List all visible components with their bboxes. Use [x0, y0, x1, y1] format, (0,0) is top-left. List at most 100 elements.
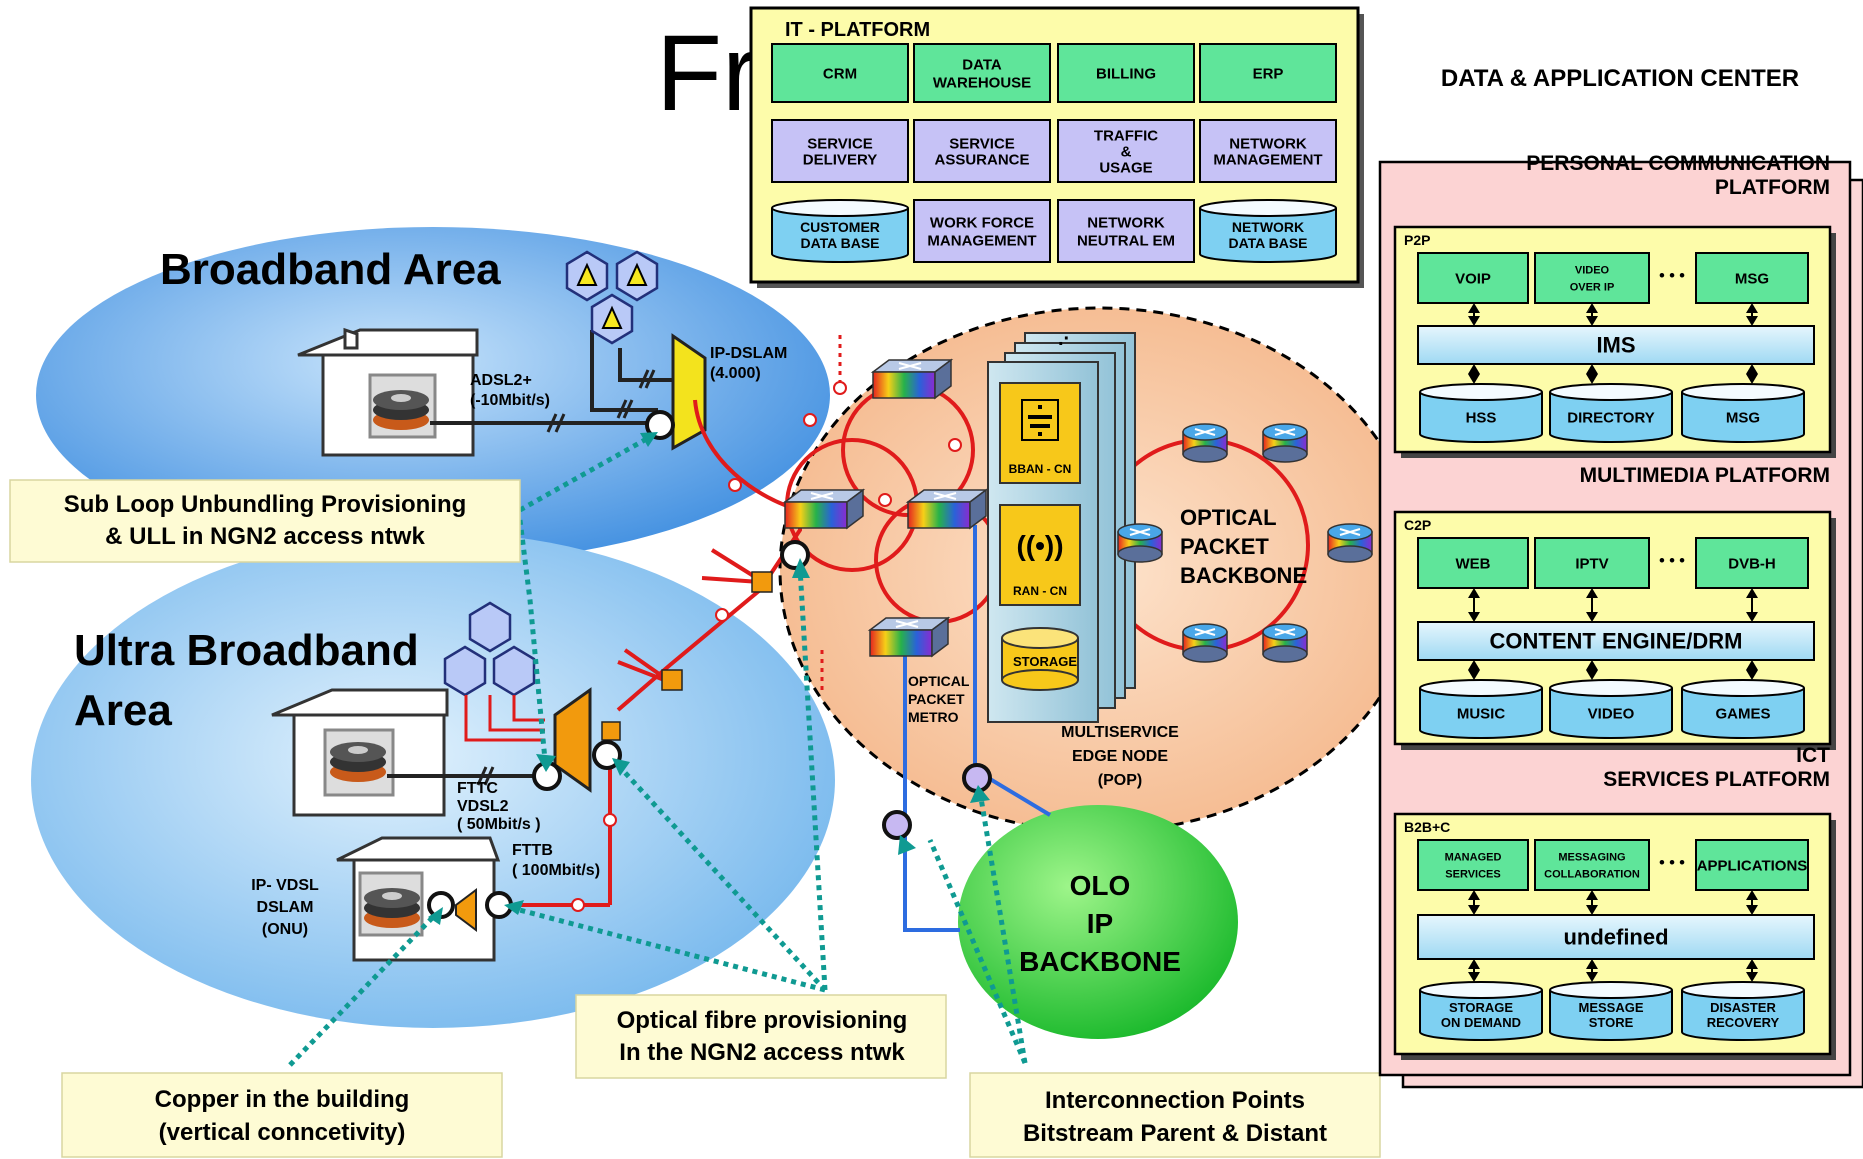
pcp-service-0: VOIP [1417, 252, 1529, 304]
mmp-service-0: WEB [1417, 537, 1529, 589]
mmp-service-1: IPTV [1534, 537, 1650, 589]
fttc-cabinet [553, 687, 592, 793]
it-item-0: CRM [771, 43, 909, 103]
mmp-db-2-label: GAMES [1715, 705, 1770, 722]
pcp-arrow-up [1468, 364, 1480, 374]
ict-arrow-up [1746, 890, 1758, 900]
mmp-service-2: DVB-H [1695, 537, 1809, 589]
pcp-arrow-up [1746, 303, 1758, 313]
ran-cn-label: RAN - CN [1013, 584, 1067, 598]
storage-cylinder [1001, 627, 1079, 691]
olo-backbone-ellipse [958, 805, 1238, 1039]
fibre-dots [571, 478, 742, 912]
ict-arrow-up [1468, 959, 1480, 969]
pcp-arrow-down [1586, 374, 1598, 384]
pcp-arrow-down [1746, 374, 1758, 384]
ict-core: undefined [1417, 914, 1815, 960]
bban-cn-label: BBAN - CN [1009, 462, 1072, 476]
mmp-arrow-up [1746, 660, 1758, 670]
ict-arrow-down [1746, 972, 1758, 982]
mmp-db-0: MUSIC [1419, 679, 1543, 739]
pcp-db-0: HSS [1419, 383, 1543, 443]
ict-core-label: undefined [1563, 925, 1668, 950]
pcp-arrow-up [1586, 364, 1598, 374]
bban-cn-icon [1021, 399, 1059, 441]
metro-ring-dots [803, 381, 962, 507]
svg-text:Sub Loop Unbundling Provisioni: Sub Loop Unbundling Provisioning& ULL in… [64, 491, 467, 550]
router-2 [905, 488, 989, 530]
copper-lines [387, 330, 672, 778]
pcp-arrow-up [1468, 303, 1480, 313]
ict-arrow-down [1468, 905, 1480, 915]
mmp-db-1-label: VIDEO [1588, 705, 1635, 722]
pcp-db-2: MSG [1681, 383, 1805, 443]
pcp-tag: P2P [1404, 232, 1430, 248]
ict-arrow-down [1746, 905, 1758, 915]
callout-arrows [288, 434, 1028, 1067]
mmp-tag: C2P [1404, 517, 1431, 533]
mmp-db-2: GAMES [1681, 679, 1805, 739]
pcp-service-0-label: VOIP [1455, 270, 1491, 287]
it-item-6-label: TRAFFIC&USAGE [1094, 127, 1158, 176]
ict-arrow-up [1746, 959, 1758, 969]
mmp-core: CONTENT ENGINE/DRM [1417, 621, 1815, 661]
pcp-db-2-label: MSG [1726, 409, 1760, 426]
radio-feed-lines-ultra [464, 695, 545, 742]
mmp-core-label: CONTENT ENGINE/DRM [1490, 629, 1743, 654]
pcp-service-2: MSG [1695, 252, 1809, 304]
callout-sub-loop: Sub Loop Unbundling Provisioning& ULL in… [9, 479, 521, 563]
backbone-router-2 [1327, 523, 1373, 563]
mmp-arrow-up [1468, 588, 1480, 598]
ict-arrow-up [1586, 890, 1598, 900]
pcp-arrow-down [1746, 316, 1758, 326]
pcp-service-2-label: MSG [1735, 270, 1769, 287]
svg-text:Copper in the building(vertica: Copper in the building(vertical connceti… [155, 1086, 410, 1146]
routers [782, 358, 1373, 663]
backbone-router-5 [1117, 523, 1163, 563]
broadband-area-label: Broadband Area [160, 245, 501, 294]
adsl-label: ADSL2+(-10Mbit/s) [470, 372, 550, 409]
pcp-db-1: DIRECTORY [1549, 383, 1673, 443]
router-0 [870, 358, 954, 400]
callout-arrowheads [428, 432, 990, 925]
mmp-arrow-up [1586, 588, 1598, 598]
pcp-arrow-down [1468, 316, 1480, 326]
pcp-ellipsis: • • • [1659, 268, 1685, 285]
ip-dslam-label: IP-DSLAM(4.000) [710, 345, 787, 382]
mmp-arrow-down [1746, 670, 1758, 680]
mmp-service-2-label: DVB-H [1728, 555, 1776, 572]
pcp-arrow-down [1586, 316, 1598, 326]
mmp-db-0-label: MUSIC [1457, 705, 1506, 722]
mmp-service-1-label: IPTV [1575, 555, 1608, 572]
fttb-onu [455, 888, 477, 932]
data-center-title: DATA & APPLICATION CENTER [1441, 65, 1799, 92]
it-item-2: BILLING [1057, 43, 1195, 103]
pcp-db-1-label: DIRECTORY [1567, 409, 1655, 426]
